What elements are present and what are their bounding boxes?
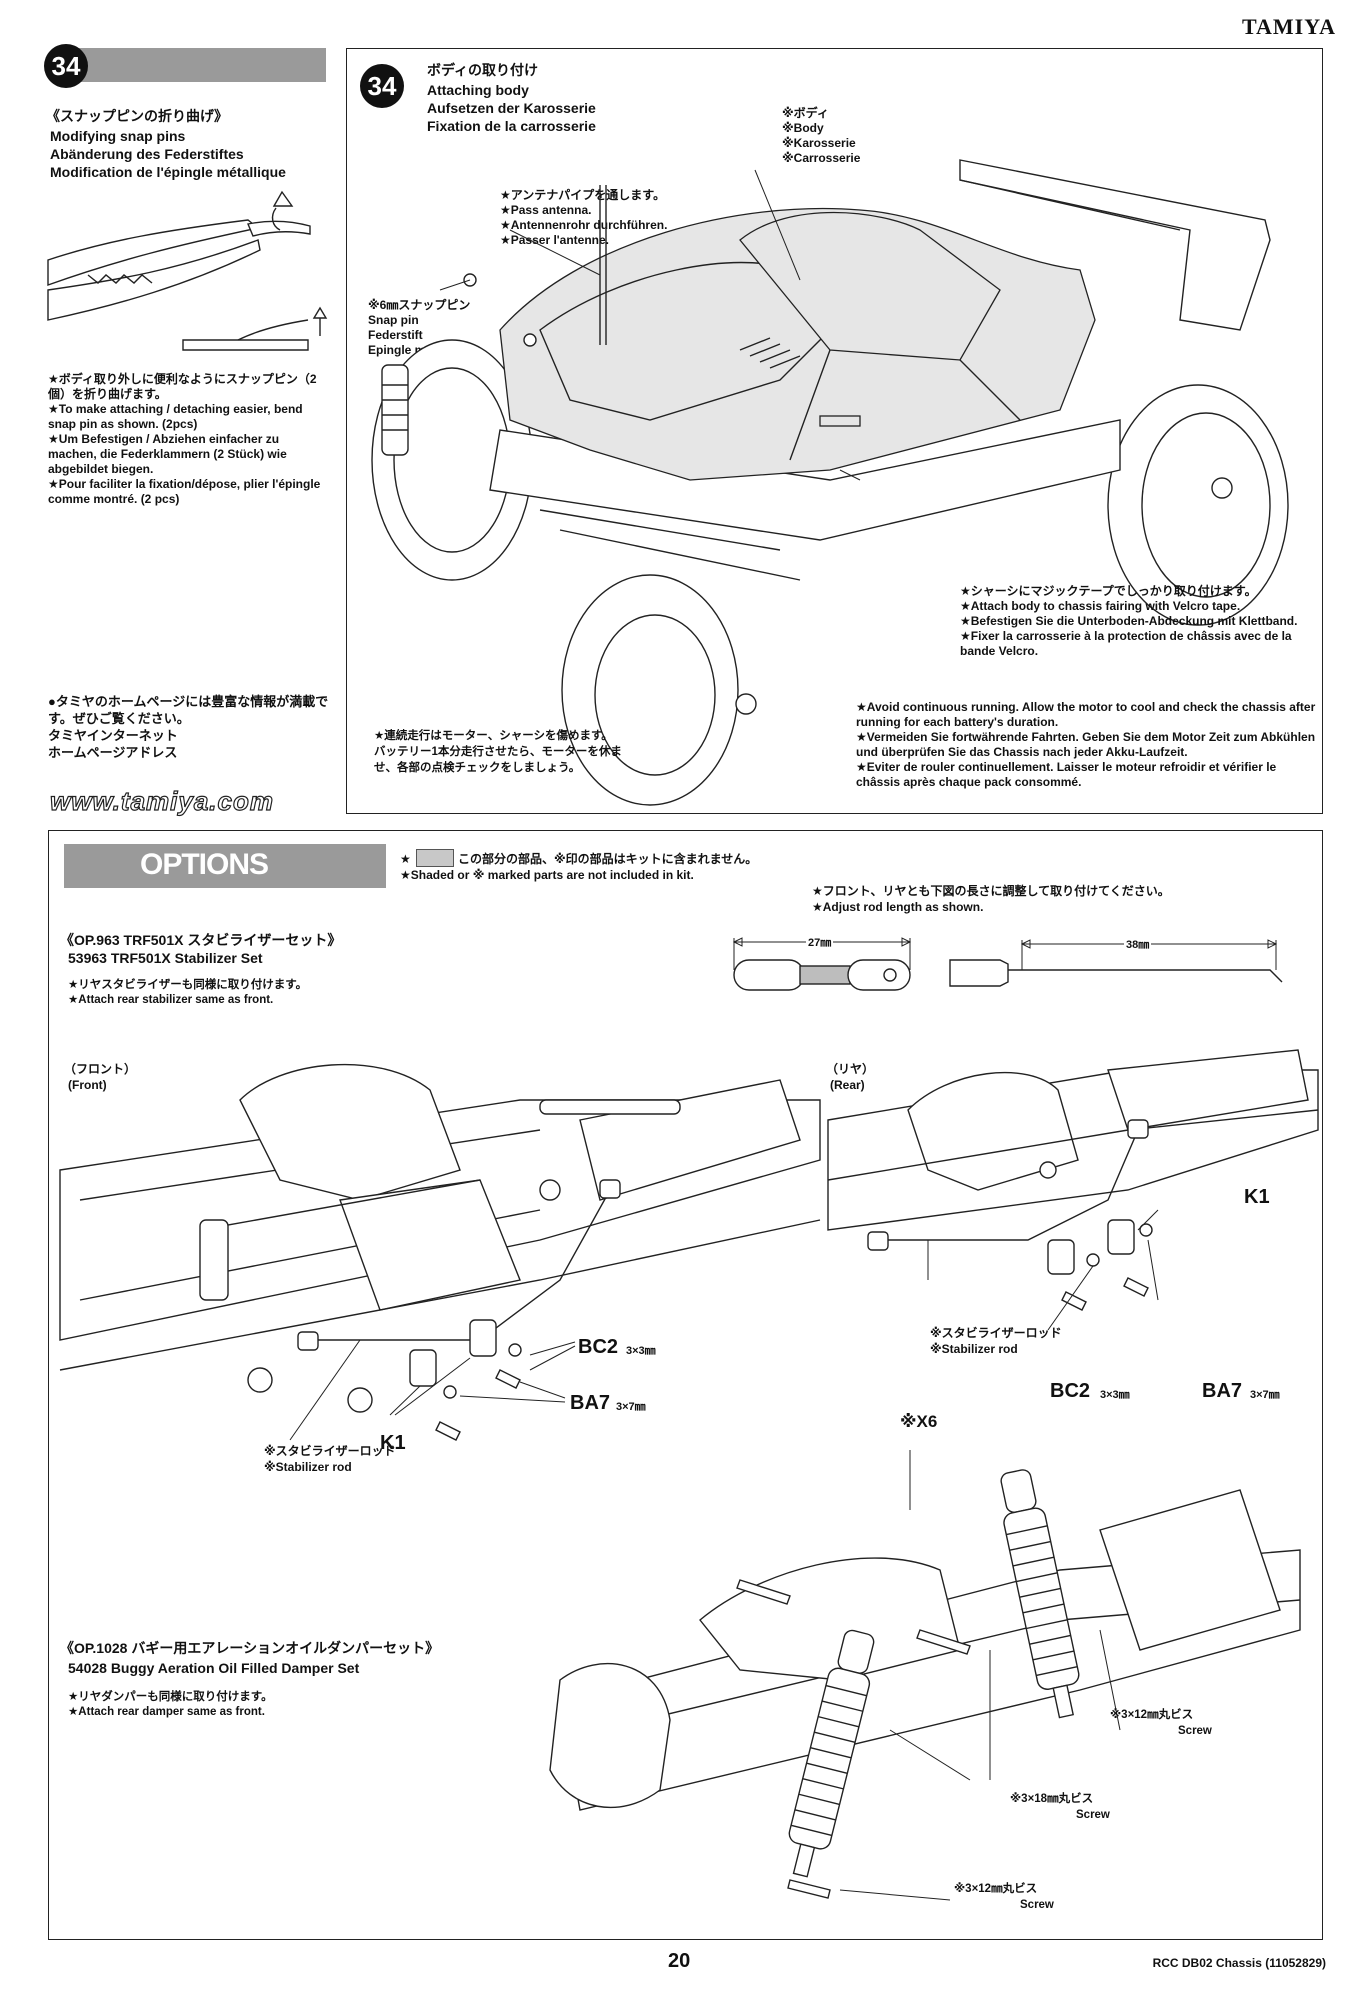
attach-title-de: Aufsetzen der Karosserie — [427, 100, 596, 116]
attach-title-en: Attaching body — [427, 82, 529, 98]
rod-note-en: ★Adjust rod length as shown. — [812, 900, 984, 914]
rear-stab-rod-en: ※Stabilizer rod — [930, 1342, 1018, 1356]
snap-pin-note: ★ボディ取り外しに便利なようにスナップピン（2個）を折り曲げます。 ★To ma… — [48, 372, 321, 506]
attach-title-fr: Fixation de la carrosserie — [427, 118, 596, 134]
page-number: 20 — [668, 1950, 691, 1972]
front-stabilizer-illustration — [59, 1063, 821, 1441]
front-bc2-label: BC2 — [578, 1336, 619, 1358]
front-label-en: (Front) — [68, 1078, 107, 1092]
rear-ba7-label: BA7 — [1202, 1380, 1243, 1402]
rear-label-jp: （リヤ） — [826, 1062, 875, 1076]
legend-star: ★ — [400, 852, 411, 866]
attach-title-jp: ボディの取り付け — [427, 62, 539, 78]
screw18-en: Screw — [1076, 1809, 1110, 1821]
step-number-badge: 34 — [44, 44, 88, 88]
body-label: ※ボディ ※Body ※Karosserie ※Carrosserie — [782, 106, 861, 165]
antenna-note: ★アンテナパイプを通します。 ★Pass antenna. ★Antennenr… — [500, 188, 668, 247]
rod-length-diagram — [732, 937, 1283, 991]
front-stab-rod-en: ※Stabilizer rod — [264, 1460, 352, 1474]
op1028-note: ★リヤダンパーも同様に取り付けます。 ★Attach rear damper s… — [68, 1691, 273, 1718]
snap-pin-title-fr: Modification de l'épingle métallique — [50, 164, 286, 180]
front-bc2-size: 3×3㎜ — [626, 1345, 656, 1357]
running-note-jp: ★連続走行はモーター、シャーシを傷めます。バッテリー1本分走行させたら、モーター… — [374, 730, 622, 774]
screw18-jp: ※3×18㎜丸ビス — [1010, 1793, 1094, 1805]
op963-note: ★リヤスタビライザーも同様に取り付けます。 ★Attach rear stabi… — [68, 979, 308, 1006]
rear-k1-label: K1 — [1244, 1186, 1270, 1208]
shaded-swatch — [416, 849, 454, 867]
rod-length-38: 38㎜ — [1124, 938, 1152, 953]
front-ba7-label: BA7 — [570, 1392, 611, 1414]
step-header-bar — [64, 48, 326, 82]
front-k1-label: K1 — [380, 1432, 406, 1454]
tamiya-url[interactable]: www.tamiya.com — [49, 785, 274, 816]
screw12-lower-en: Screw — [1020, 1899, 1054, 1911]
snap-pin-title-de: Abänderung des Federstiftes — [50, 146, 244, 162]
options-panel — [48, 830, 1323, 1940]
rear-stabilizer-illustration — [827, 1049, 1319, 1331]
op963-title-en: 53963 TRF501X Stabilizer Set — [68, 950, 263, 966]
step-number-badge-main: 34 — [360, 64, 404, 108]
homepage-note: ●タミヤのホームページには豊富な情報が満載です。ぜひご覧ください。 タミヤインタ… — [48, 694, 329, 760]
rod-length-27: 27㎜ — [806, 936, 834, 951]
front-label-jp: （フロント） — [64, 1062, 137, 1076]
brand-logo: TAMIYA — [1241, 14, 1336, 39]
screw12-upper-en: Screw — [1178, 1725, 1212, 1737]
screw12-upper-jp: ※3×12㎜丸ビス — [1110, 1709, 1194, 1721]
x6-label: ※X6 — [900, 1412, 938, 1431]
damper-illustration — [549, 1450, 1301, 1901]
front-ba7-size: 3×7㎜ — [616, 1401, 646, 1413]
legend-jp: この部分の部品、※印の部品はキットに含まれません。 — [458, 852, 758, 866]
running-note: ★Avoid continuous running. Allow the mot… — [856, 700, 1316, 789]
buggy-body-illustration — [371, 159, 1289, 806]
snap-pin-title-en: Modifying snap pins — [50, 128, 186, 144]
rear-bc2-size: 3×3㎜ — [1100, 1389, 1130, 1401]
document-id: RCC DB02 Chassis (11052829) — [1152, 1956, 1326, 1970]
op963-title-jp: 《OP.963 TRF501X スタビライザーセット》 — [60, 932, 342, 948]
rear-stab-rod-jp: ※スタビライザーロッド — [930, 1326, 1062, 1340]
op1028-title-jp: 《OP.1028 バギー用エアレーションオイルダンパーセット》 — [60, 1640, 440, 1656]
velcro-note: ★シャーシにマジックテープでしっかり取り付けます。 ★Attach body t… — [960, 584, 1298, 658]
pliers-illustration — [47, 190, 328, 351]
rear-label-en: (Rear) — [830, 1078, 865, 1092]
options-header-bar — [64, 844, 386, 888]
attaching-body-panel — [346, 48, 1323, 814]
screw12-lower-jp: ※3×12㎜丸ビス — [954, 1883, 1038, 1895]
rear-ba7-size: 3×7㎜ — [1250, 1389, 1280, 1401]
snap-pin-title-jp: 《スナップピンの折り曲げ》 — [46, 108, 228, 124]
rod-note-jp: ★フロント、リヤとも下図の長さに調整して取り付けてください。 — [812, 884, 1170, 898]
front-stab-rod-jp: ※スタビライザーロッド — [264, 1444, 396, 1458]
options-heading: OPTIONS — [140, 848, 269, 881]
legend-en: ★Shaded or ※ marked parts are not includ… — [400, 868, 694, 882]
rear-bc2-label: BC2 — [1050, 1380, 1091, 1402]
op1028-title-en: 54028 Buggy Aeration Oil Filled Damper S… — [68, 1660, 360, 1676]
